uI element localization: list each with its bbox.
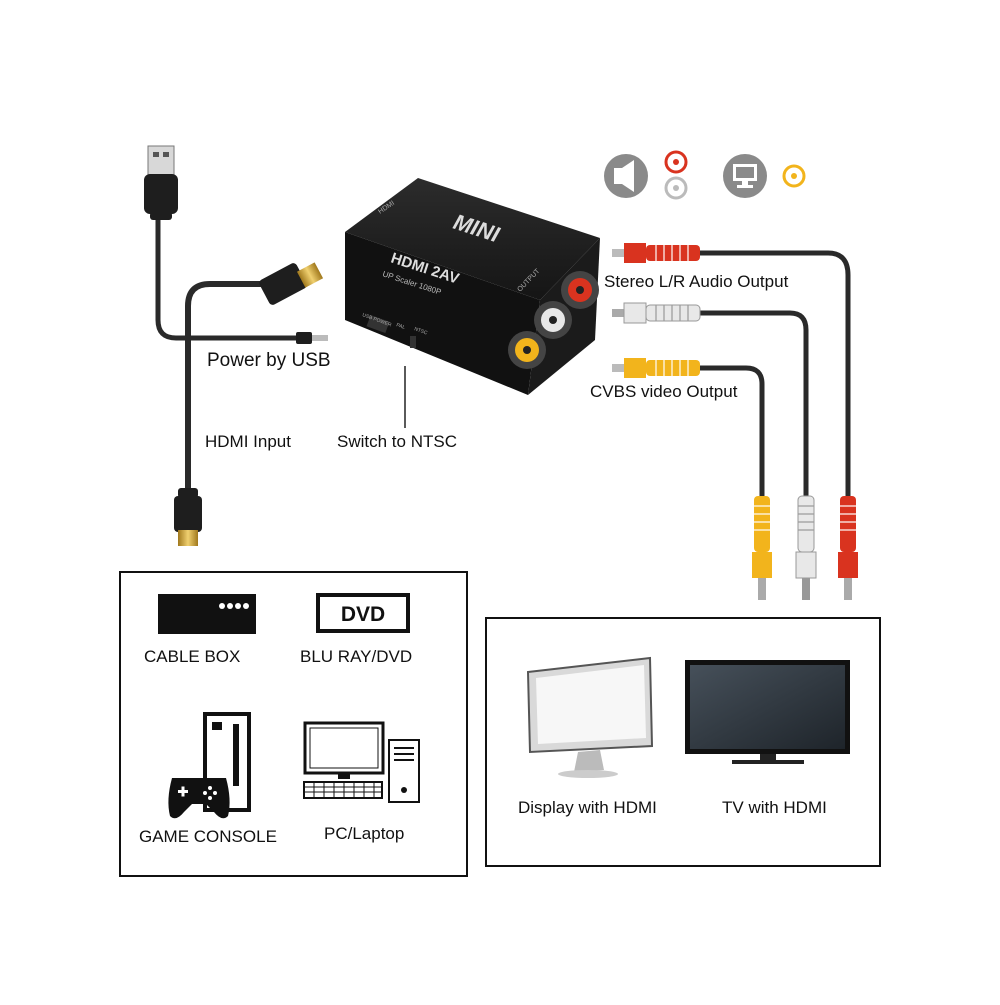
game-console-icon [168, 712, 251, 819]
cable-box-icon [158, 594, 256, 634]
switch-label-ntsc: NTSC [413, 326, 428, 336]
hdmi-plug-icon [259, 262, 324, 305]
hdmi-input-callout: HDMI Input [205, 432, 291, 451]
audio-jacks-icon [664, 150, 688, 200]
monitor-small-icon [723, 154, 767, 198]
display-label-monitor: Display with HDMI [518, 798, 657, 817]
rca-plug-white-bottom [795, 495, 817, 600]
source-label-pc: PC/Laptop [324, 824, 405, 843]
usb-connector-icon [144, 145, 178, 220]
pc-icon [303, 721, 420, 803]
rca-plug-yellow-bottom [752, 496, 772, 600]
usb-power-plug-icon [296, 332, 328, 344]
dvd-icon: DVD [316, 593, 410, 633]
video-jack-icon [782, 164, 806, 188]
rca-plug-yellow-top [612, 358, 700, 378]
video-output-callout: CVBS video Output [590, 382, 738, 401]
switch-callout: Switch to NTSC [337, 432, 457, 451]
rca-plug-red-top [612, 243, 700, 263]
rca-jack-white [534, 301, 572, 339]
rca-plug-white-top [612, 302, 701, 324]
display-label-tv: TV with HDMI [722, 798, 827, 817]
audio-output-callout: Stereo L/R Audio Output [604, 272, 789, 291]
rca-cables [697, 250, 851, 501]
switch-label-pal: PAL [395, 322, 406, 331]
hdmi-cable [185, 281, 273, 493]
usb-port-icon [366, 314, 390, 334]
converter-device: MINI HDMI 2AV UP Scaler 1080P HDMI OUTPU… [345, 178, 600, 395]
sources-panel [119, 571, 468, 877]
tv-icon [685, 660, 850, 764]
hdmi-input-plug-icon [174, 488, 202, 546]
rca-jack-red [561, 271, 599, 309]
ntsc-switch-icon [410, 336, 416, 348]
monitor-icon [526, 656, 654, 778]
source-label-dvd: BLU RAY/DVD [300, 647, 413, 666]
rca-jack-yellow [508, 331, 546, 369]
speaker-icon [604, 154, 648, 198]
rca-plug-red-bottom [838, 496, 858, 600]
dvd-badge-text: DVD [341, 603, 385, 626]
power-callout: Power by USB [207, 350, 331, 371]
usb-cable [155, 212, 311, 341]
source-label-game-console: GAME CONSOLE [139, 827, 277, 846]
displays-panel [485, 617, 881, 867]
source-label-cable-box: CABLE BOX [144, 647, 241, 666]
